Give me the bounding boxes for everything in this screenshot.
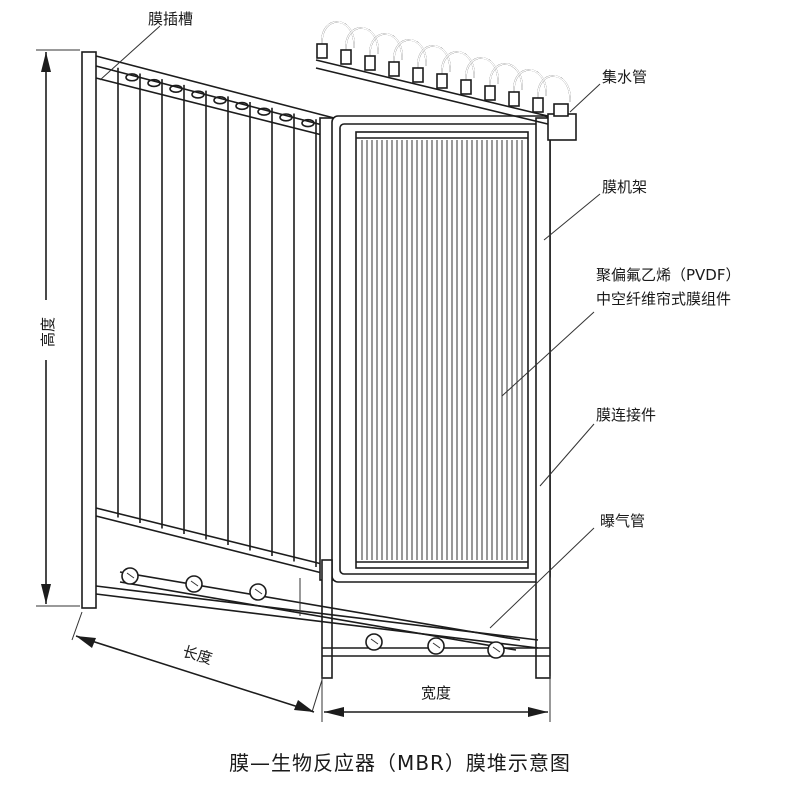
collector-loop-highlight bbox=[441, 51, 475, 79]
water-collector-pipes bbox=[316, 21, 571, 113]
nozzle-detail bbox=[190, 580, 199, 587]
collector-fitting bbox=[316, 43, 328, 59]
collector-loop-highlight bbox=[393, 39, 427, 67]
membrane-slot bbox=[279, 113, 293, 122]
width-label: 宽度 bbox=[421, 684, 451, 702]
side-membrane-sheets bbox=[117, 67, 317, 567]
membrane-slot bbox=[191, 90, 205, 99]
collector-fitting bbox=[340, 49, 352, 65]
aeration-nozzle bbox=[487, 641, 505, 659]
membrane-slot bbox=[125, 73, 139, 82]
membrane-connector-label: 膜连接件 bbox=[596, 406, 656, 424]
collector-loop-highlight bbox=[537, 75, 571, 103]
collector-loop-highlight bbox=[321, 21, 355, 49]
collector-loop-highlight bbox=[369, 33, 403, 61]
aeration-pipes bbox=[95, 567, 550, 659]
collector-loop-highlight bbox=[345, 27, 379, 55]
nozzle-detail bbox=[432, 642, 441, 649]
membrane-slot-label: 膜插槽 bbox=[148, 10, 193, 28]
pvdf-label-line2: 中空纤维帘式膜组件 bbox=[596, 290, 731, 308]
diagram-caption: 膜—生物反应器（MBR）膜堆示意图 bbox=[229, 751, 571, 775]
collector-fitting bbox=[460, 79, 472, 95]
aeration-nozzle bbox=[185, 575, 203, 593]
callout-leaders bbox=[99, 25, 601, 629]
membrane-slot bbox=[169, 84, 183, 94]
membrane-slot bbox=[235, 101, 249, 111]
height-label: 高度 bbox=[39, 317, 57, 347]
collector-fitting bbox=[532, 97, 544, 113]
collector-loop-highlight bbox=[465, 57, 499, 85]
collector-fitting bbox=[508, 91, 520, 107]
collector-loop-highlight bbox=[417, 45, 451, 73]
length-dimension: 长度 bbox=[71, 611, 323, 713]
aeration-nozzle bbox=[249, 583, 267, 601]
membrane-slot bbox=[213, 96, 227, 105]
height-dimension: 高度 bbox=[36, 49, 80, 607]
aeration-nozzle bbox=[365, 633, 383, 651]
collector-fitting bbox=[484, 85, 496, 101]
collector-loop-highlight bbox=[489, 63, 523, 91]
membrane-slot bbox=[301, 118, 315, 128]
length-label: 长度 bbox=[180, 642, 214, 668]
collector-fitting bbox=[364, 55, 376, 71]
membrane-slot bbox=[257, 107, 271, 116]
nozzle-detail bbox=[254, 588, 263, 595]
aeration-nozzles bbox=[121, 567, 505, 659]
pvdf-label-line1: 聚偏氟乙烯（PVDF） bbox=[596, 266, 741, 284]
nozzle-detail bbox=[370, 638, 379, 645]
collector-fitting bbox=[412, 67, 424, 83]
aeration-nozzle bbox=[121, 567, 139, 585]
membrane-stack-side bbox=[81, 51, 335, 609]
aeration-nozzle bbox=[427, 637, 445, 655]
membrane-frame-label: 膜机架 bbox=[602, 178, 647, 196]
hollow-fiber-membranes bbox=[361, 140, 523, 560]
front-module bbox=[321, 115, 551, 679]
nozzle-detail bbox=[126, 572, 135, 579]
width-dimension: 宽度 bbox=[321, 676, 551, 722]
collector-fitting bbox=[388, 61, 400, 77]
nozzle-detail bbox=[492, 646, 501, 653]
collector-fitting bbox=[436, 73, 448, 89]
collector-loop-highlight bbox=[513, 69, 547, 97]
membrane-slot bbox=[147, 78, 161, 88]
aeration-pipe-label: 曝气管 bbox=[600, 512, 645, 530]
water-collector-label: 集水管 bbox=[602, 68, 647, 86]
water-collector-manifold bbox=[315, 59, 577, 141]
